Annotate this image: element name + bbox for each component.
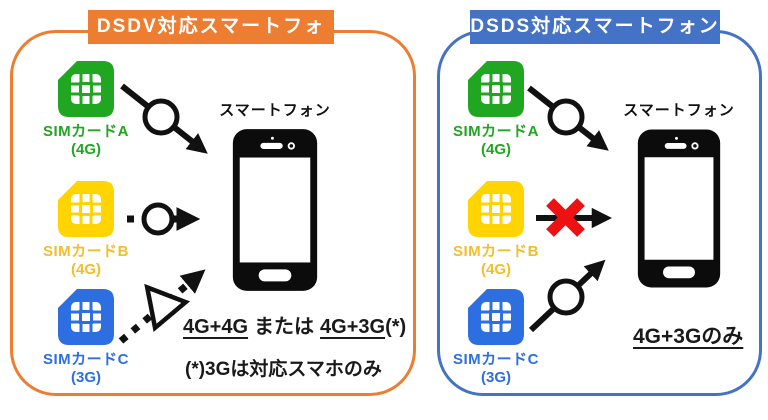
sim-band: (4G) [481, 141, 511, 158]
dsdv-sim-b: SIMカードB (4G) [30, 177, 142, 279]
sim-name: SIMカードB [42, 243, 129, 260]
sim-card-icon [58, 289, 114, 345]
result-option-1: 4G+4G [183, 316, 249, 338]
sim-card-icon [58, 181, 114, 237]
sim-card-icon [58, 61, 114, 117]
result-note-mark: (*) [385, 316, 407, 338]
dsds-sim-c: SIMカードC (3G) [440, 285, 552, 387]
sim-card-icon [468, 289, 524, 345]
dsdv-sim-a: SIMカードA (4G) [30, 57, 142, 159]
sim-band: (3G) [481, 369, 511, 386]
dsdv-sim-c: SIMカードC (3G) [30, 285, 142, 387]
smartphone-icon [232, 129, 318, 291]
phone-label: スマートフォン [623, 102, 735, 119]
sim-card-icon [468, 181, 524, 237]
sim-name: SIMカードA [42, 123, 129, 140]
sim-name: SIMカードC [42, 351, 129, 368]
panel-dsds-title: DSDS対応スマートフォン [470, 10, 720, 44]
sim-band: (4G) [481, 261, 511, 278]
smartphone-icon [637, 129, 721, 288]
sim-name: SIMカードA [452, 123, 539, 140]
sim-band: (4G) [71, 261, 101, 278]
result-only-option: 4G+3Gのみ [633, 325, 744, 348]
result-separator: または [254, 316, 315, 338]
panel-dsdv-title: DSDV対応スマートフォン [88, 10, 334, 71]
dsdv-footnote-text: (*)3Gは対応スマホのみ [185, 359, 382, 380]
sim-name: SIMカードC [452, 351, 539, 368]
result-option-2: 4G+3G [320, 316, 386, 338]
sim-card-icon [468, 61, 524, 117]
sim-band: (4G) [71, 141, 101, 158]
sim-name: SIMカードB [452, 243, 539, 260]
dsdv-phone: スマートフォン [219, 99, 331, 292]
dsds-sim-b: SIMカードB (4G) [440, 177, 552, 279]
dsds-sim-a: SIMカードA (4G) [440, 57, 552, 159]
dsds-result-text: 4G+3Gのみ [633, 320, 743, 350]
phone-label: スマートフォン [219, 102, 331, 119]
sim-band: (3G) [71, 369, 101, 386]
dsds-phone: スマートフォン [623, 99, 735, 289]
